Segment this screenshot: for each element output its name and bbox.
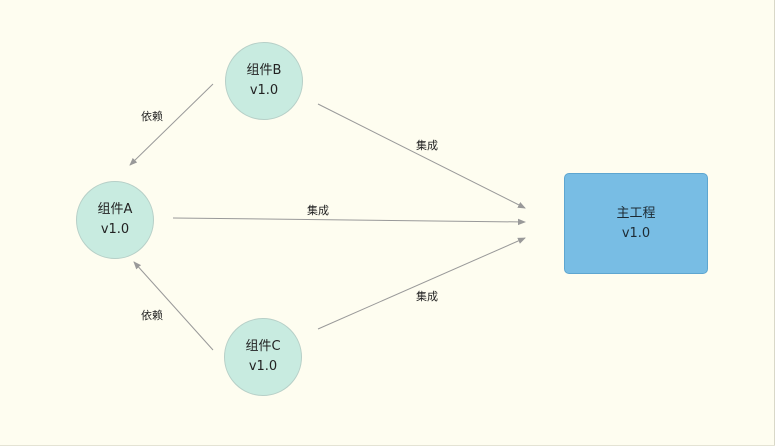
edge-c-to-a: [133, 261, 214, 351]
edge-label-b-to-main: 集成: [416, 139, 438, 152]
component-b-node[interactable]: 组件B v1.0: [225, 42, 303, 120]
main-project-version: v1.0: [621, 225, 651, 241]
edge-a-to-main: [172, 217, 526, 226]
edge-b-to-main: [317, 103, 526, 209]
edge-c-to-main: [317, 237, 526, 330]
main-project-node[interactable]: 主工程 v1.0: [564, 173, 708, 274]
component-b-version: v1.0: [249, 83, 279, 98]
component-a-name: 组件A: [97, 202, 133, 217]
edge-label-c-to-main: 集成: [416, 290, 438, 303]
edge-b-to-a: [129, 83, 214, 166]
edge-label-a-to-main: 集成: [307, 204, 329, 217]
component-c-version: v1.0: [248, 359, 278, 374]
component-a-node[interactable]: 组件A v1.0: [76, 181, 154, 259]
component-b-name: 组件B: [246, 63, 282, 78]
component-c-name: 组件C: [245, 339, 281, 354]
component-c-node[interactable]: 组件C v1.0: [224, 318, 302, 396]
edge-label-c-to-a: 依赖: [141, 309, 163, 322]
main-project-name: 主工程: [616, 205, 656, 221]
edge-label-b-to-a: 依赖: [141, 110, 163, 123]
component-a-version: v1.0: [100, 222, 130, 237]
